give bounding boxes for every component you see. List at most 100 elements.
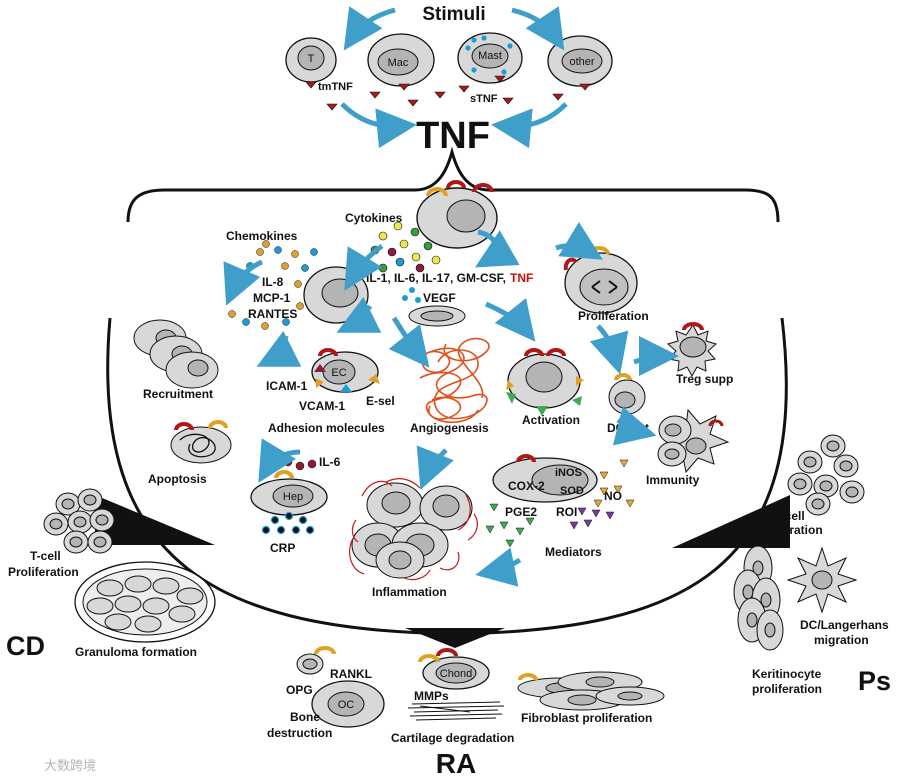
ps-ker-label-2: proliferation — [752, 682, 822, 696]
fibroblasts — [517, 671, 665, 711]
cd-title: CD — [6, 631, 45, 661]
tnf-trimers — [305, 75, 591, 111]
treg-label: Treg supp — [676, 372, 733, 386]
mediator-cell — [492, 454, 598, 503]
dc-mat-cell — [608, 373, 646, 415]
cox2-label: COX-2 — [508, 479, 545, 493]
stimuli-title: Stimuli — [422, 4, 485, 25]
cytokine-tnf-text: TNF — [510, 271, 533, 285]
ps-ker-label-1: Keritinocyte — [752, 667, 822, 681]
immunity-cells — [657, 408, 730, 474]
mac-cell: Mac — [367, 33, 435, 87]
cartilage-matrix — [407, 701, 505, 721]
cytokine-list-text: IL-1, IL-6, IL-17, GM-CSF, — [366, 271, 506, 285]
mcp1-label: MCP-1 — [253, 291, 291, 305]
stnf-label: sTNF — [470, 93, 498, 105]
ec-label: EC — [331, 367, 346, 379]
cd-wedge — [95, 495, 215, 545]
bone-label-2: destruction — [267, 726, 332, 740]
cd-tcell-label-1: T-cell — [30, 549, 61, 563]
ra-wedge — [405, 628, 505, 648]
granuloma-label: Granuloma formation — [75, 645, 197, 659]
cd-tcell-label-2: Proliferation — [8, 565, 79, 579]
center-arrows — [223, 221, 679, 587]
t-cell-label: T — [308, 53, 315, 65]
apoptosis-label: Apoptosis — [148, 472, 207, 486]
recruitment-cells — [133, 319, 219, 389]
ps-wedge — [672, 495, 790, 548]
inflammation-cells — [351, 482, 473, 579]
cytokines-label: Cytokines — [345, 211, 403, 225]
proliferation-cell — [563, 246, 638, 314]
recruitment-label: Recruitment — [143, 387, 213, 401]
endothelial-cell: EC — [311, 348, 380, 393]
vegf-dots — [402, 287, 421, 303]
inflammation-fibers — [349, 478, 478, 581]
vegf-label: VEGF — [423, 291, 456, 305]
inflammation-label: Inflammation — [372, 585, 447, 599]
activation-cell — [506, 348, 584, 416]
mediators-label: Mediators — [545, 545, 602, 559]
mast-cell: Mast — [457, 32, 523, 84]
ps-tcells — [787, 434, 865, 516]
other-cell-label: other — [569, 56, 594, 68]
keratinocytes — [733, 545, 784, 651]
ra-title: RA — [436, 748, 476, 777]
ps-title: Ps — [858, 666, 891, 696]
osteoclast: OC — [311, 680, 385, 728]
il6-label: IL-6 — [319, 455, 341, 469]
crp-label: CRP — [270, 541, 295, 555]
tmtnf-label: tmTNF — [318, 81, 353, 93]
ps-dc-label-1: DC/Langerhans — [800, 618, 889, 632]
angiogenesis-label: Angiogenesis — [410, 421, 489, 435]
apoptosis-cell — [170, 420, 232, 464]
sod-label: SOD — [560, 485, 584, 497]
mast-cell-label: Mast — [478, 50, 502, 62]
icam-label: ICAM-1 — [266, 379, 308, 393]
treg-cell — [666, 322, 718, 378]
cartilage-label: Cartilage degradation — [391, 731, 514, 745]
roi-label: ROI — [556, 505, 577, 519]
adhesion-label: Adhesion molecules — [268, 421, 385, 435]
hep-label: Hep — [283, 491, 303, 503]
chond-label: Chond — [440, 668, 472, 680]
proliferation-label: Proliferation — [578, 309, 649, 323]
vcam-label: VCAM-1 — [299, 399, 345, 413]
opg-label: OPG — [286, 683, 313, 697]
rankl-label: RANKL — [330, 667, 372, 681]
immunity-label: Immunity — [646, 473, 700, 487]
tnf-title: TNF — [416, 115, 490, 157]
central-cell — [416, 180, 498, 249]
langerhans-cell — [786, 546, 858, 614]
angiogenesis-vessels — [419, 337, 490, 423]
watermark: 大数跨境 — [44, 759, 96, 774]
ps-tcell-label-1: T-cell — [774, 509, 805, 523]
pge2-label: PGE2 — [505, 505, 537, 519]
mac-cell-label: Mac — [388, 57, 409, 69]
chemokine-cell — [303, 266, 369, 324]
crp-dots — [261, 511, 315, 535]
ps-dc-label-2: migration — [814, 633, 869, 647]
activation-label: Activation — [522, 413, 580, 427]
t-cell: T — [285, 37, 337, 83]
mediator-triangles — [485, 459, 635, 548]
tnf-bracket — [126, 146, 780, 223]
rantes-label: RANTES — [248, 307, 297, 321]
bone-label-1: Bone — [290, 710, 320, 724]
stimuli-arrows — [340, 6, 568, 149]
chondrocyte: Chond — [418, 648, 490, 690]
mmps-label: MMPs — [414, 689, 449, 703]
ps-tcell-label-2: Proliferation — [752, 523, 823, 537]
fibroblast-label: Fibroblast proliferation — [521, 711, 652, 725]
other-cell: other — [547, 35, 613, 87]
inos-label: iNOS — [555, 467, 582, 479]
hepatocyte: Hep — [250, 470, 328, 516]
chemokines-label: Chemokines — [226, 229, 298, 243]
il6-dots — [283, 457, 317, 471]
granuloma — [74, 561, 216, 643]
cytokine-list: IL-1, IL-6, IL-17, GM-CSF, TNF — [366, 271, 533, 285]
opg-cell — [296, 646, 336, 675]
disease-bowl — [106, 317, 788, 636]
